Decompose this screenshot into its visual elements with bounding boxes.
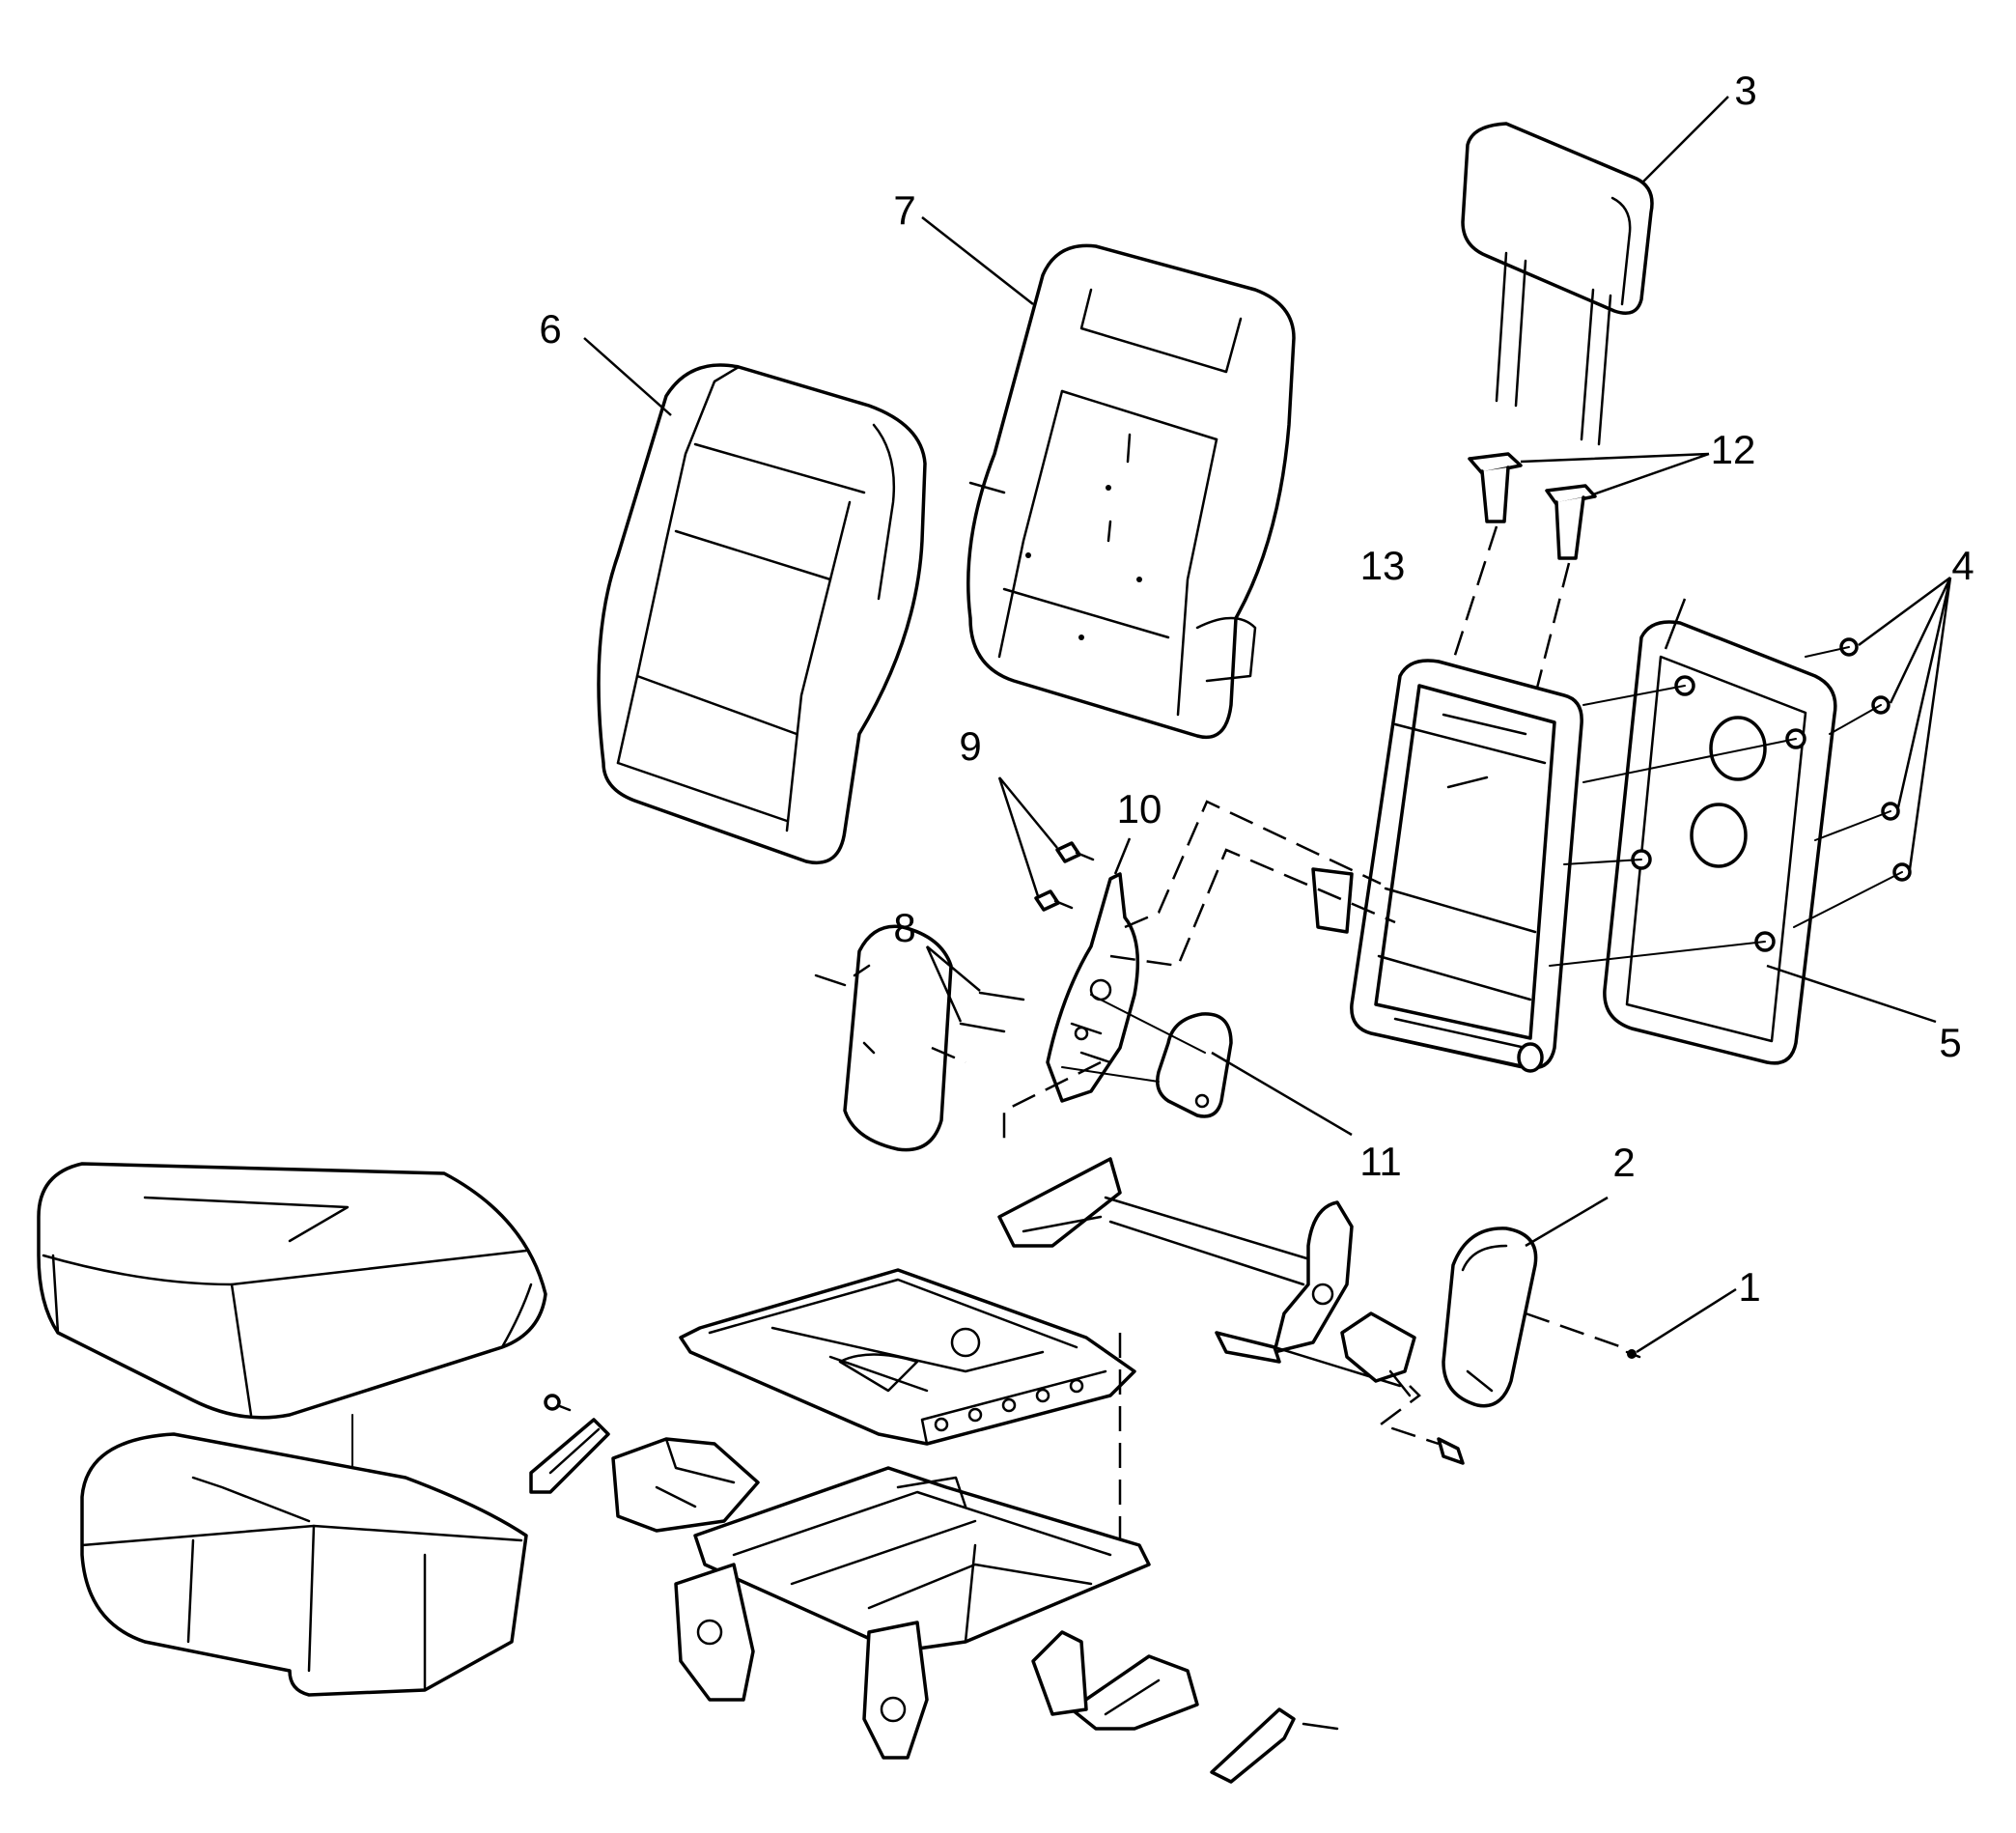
seat-track-assembly <box>674 1466 1151 1760</box>
seat-cushion-cover <box>37 1162 547 1420</box>
callout-11: 11 <box>1359 1139 1402 1184</box>
seat-back-cover <box>597 363 927 864</box>
seat-cushion-pad <box>80 1432 528 1697</box>
seat-back-frame <box>1311 659 1583 1073</box>
callout-13: 13 <box>1360 543 1406 588</box>
seat-back-pad <box>966 243 1296 739</box>
seat-pan-frame <box>679 1268 1136 1446</box>
seat-belt-buckle <box>1340 1311 1416 1397</box>
recliner-cover-left <box>814 924 966 1152</box>
track-side-bracket <box>1031 1630 1088 1716</box>
callout-1: 1 <box>1738 1264 1760 1310</box>
headrest-guide-right <box>1545 484 1597 560</box>
bolt-9-lower <box>1034 889 1074 912</box>
buckle-bolt-dashline <box>1378 1385 1440 1446</box>
callout-12: 12 <box>1711 427 1756 472</box>
recliner-bracket <box>1046 872 1140 1103</box>
nut-group <box>1839 637 1912 882</box>
guide-dashline-left <box>1446 525 1498 677</box>
callout-9: 9 <box>959 723 981 769</box>
buckle-bolt <box>1437 1437 1465 1465</box>
callout-7: 7 <box>893 187 915 233</box>
left-lever <box>529 1418 610 1494</box>
seat-back-panel <box>1603 620 1837 1065</box>
callout-4: 4 <box>1951 543 1974 588</box>
headrest-guide-left <box>1468 452 1523 523</box>
left-trim-piece <box>611 1437 760 1533</box>
headrest <box>1461 122 1654 446</box>
screw-8-upper <box>978 991 1025 1001</box>
right-lever <box>1210 1707 1339 1784</box>
callout-3: 3 <box>1734 68 1756 113</box>
screw-8-lower <box>959 1022 1006 1033</box>
seat-side-cover <box>1442 1227 1538 1408</box>
callout-8: 8 <box>893 905 915 950</box>
recliner-cover-right <box>1156 1012 1233 1118</box>
bracket-dashline-2 <box>1109 848 1396 968</box>
cover-screw-dashline <box>1525 1311 1623 1349</box>
bracket-dashline <box>1124 800 1382 929</box>
guide-dashline-right <box>1533 562 1571 696</box>
callout-6: 6 <box>539 306 561 352</box>
bolt-9-upper <box>1055 841 1095 863</box>
callout-5: 5 <box>1939 1020 1961 1065</box>
right-trim-piece <box>1070 1654 1199 1731</box>
callout-10: 10 <box>1117 786 1162 832</box>
riser-dashline <box>1002 1060 1102 1144</box>
callout-2: 2 <box>1612 1140 1635 1185</box>
